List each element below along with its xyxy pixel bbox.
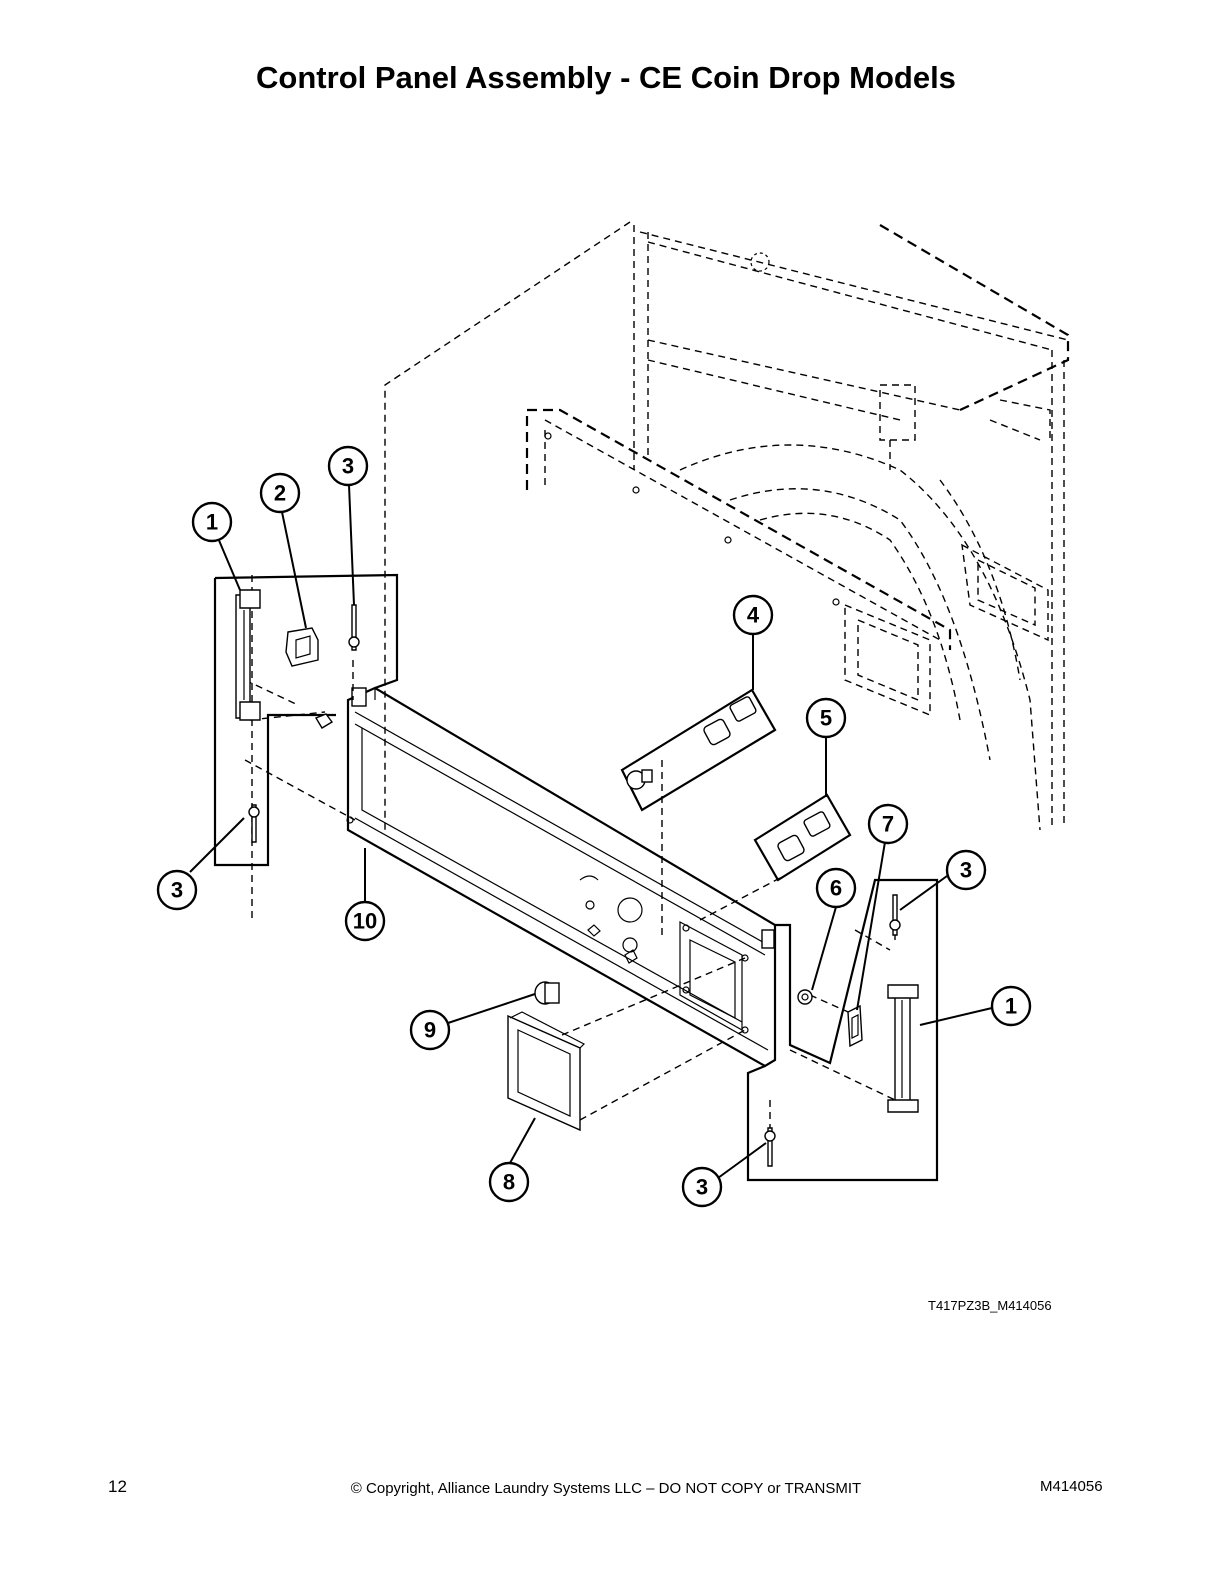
part-4-switch-kit [620,688,777,812]
leader-lines [189,484,993,1179]
drum-outline [679,444,1041,831]
part-3-rivet-right [889,894,901,936]
cabinet-bracket-center [844,603,931,717]
svg-text:3: 3 [696,1175,708,1200]
right-assembly-box [746,878,939,1182]
callout-10: 10 [344,900,386,942]
callout-3-right: 3 [945,849,987,891]
callout-4: 4 [732,594,774,636]
svg-text:8: 8 [503,1170,515,1195]
callout-3-lower-left: 3 [156,869,198,911]
svg-text:1: 1 [1005,994,1017,1019]
svg-text:3: 3 [342,454,354,479]
callout-7: 7 [867,803,909,845]
part-1-left-bracket [235,589,261,721]
part-screw-small [314,713,334,729]
svg-text:5: 5 [820,706,832,731]
callout-3-top: 3 [327,445,369,487]
part-6-grommet [797,989,813,1005]
part-3-rivet-bottom [764,1127,776,1167]
callout-8: 8 [488,1161,530,1203]
callout-1-right: 1 [990,985,1032,1027]
document-number: M414056 [1040,1478,1103,1495]
callout-1-left: 1 [191,501,233,543]
svg-text:6: 6 [830,876,842,901]
part-2-clip [285,627,319,667]
part-9-knob [534,981,560,1005]
svg-text:2: 2 [274,481,286,506]
svg-text:7: 7 [882,812,894,837]
part-3-rivet-lower-left [248,804,260,843]
callout-6: 6 [815,867,857,909]
cabinet-bracket-right [961,543,1049,642]
svg-text:4: 4 [747,603,760,628]
svg-text:3: 3 [171,878,183,903]
callout-9: 9 [409,1009,451,1051]
callout-5: 5 [805,697,847,739]
svg-text:3: 3 [960,858,972,883]
part-5-switch [753,793,852,882]
assembly-guide-lines [244,575,896,1135]
svg-text:9: 9 [424,1018,436,1043]
svg-text:10: 10 [353,909,377,934]
page-number: 12 [108,1477,127,1496]
part-7-clip [847,1004,863,1048]
cabinet-front-rail [525,408,952,650]
part-8-bezel [507,1011,586,1132]
part-1-right-bracket [887,984,919,1113]
callout-3-bottom: 3 [681,1166,723,1208]
control-panel [346,686,777,1068]
part-3-rivet-top [348,604,360,651]
page-title: Control Panel Assembly - CE Coin Drop Mo… [256,60,956,95]
cabinet-outline [384,221,1070,830]
svg-text:1: 1 [206,510,218,535]
callout-2: 2 [259,472,301,514]
drawing-id: T417PZ3B_M414056 [928,1298,1052,1313]
copyright-notice: © Copyright, Alliance Laundry Systems LL… [350,1480,862,1497]
